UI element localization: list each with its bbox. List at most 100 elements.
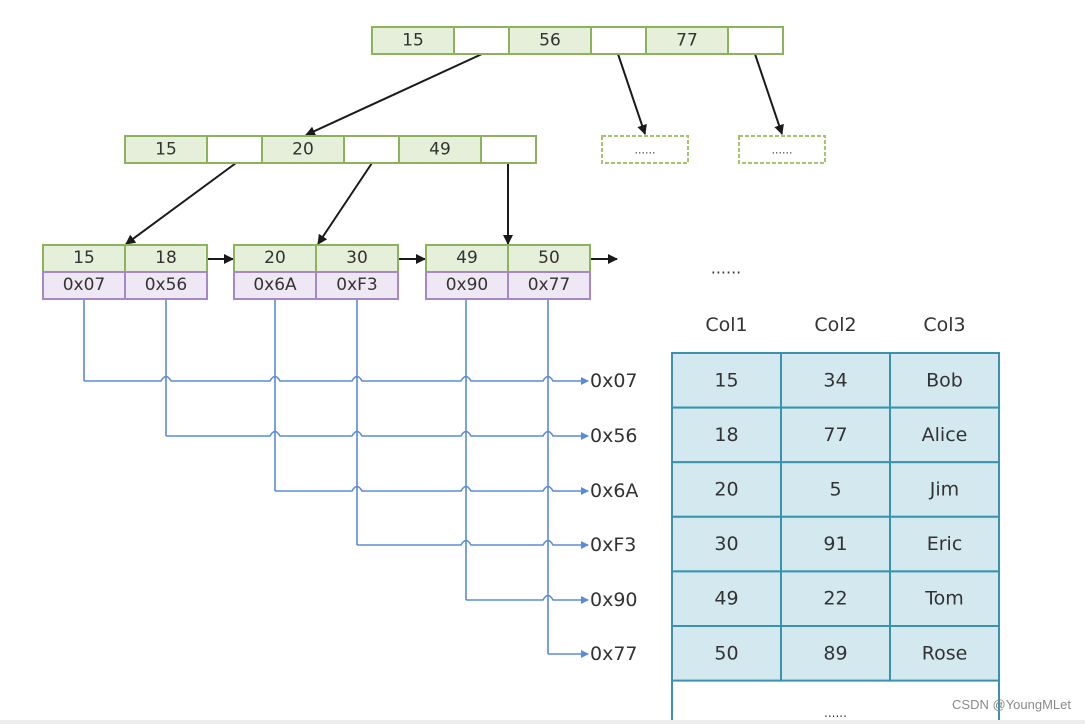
address-label: 0xF3 — [590, 534, 636, 556]
address-label: 0x07 — [590, 370, 638, 392]
placeholder-ellipsis: ...... — [635, 144, 656, 157]
table-cell — [671, 352, 782, 409]
table-cell-text: 22 — [823, 588, 847, 610]
link-horizontal — [275, 485, 589, 495]
leaf-addr-label: 0x90 — [446, 275, 489, 295]
leaf-addr-label: 0x6A — [253, 275, 297, 295]
address-label: 0x56 — [590, 425, 638, 447]
placeholder-node: ...... — [601, 135, 689, 164]
table-cell — [889, 406, 1000, 464]
leaf-node: 49 0x90 50 0x77 — [425, 244, 591, 300]
table-cell-text: 77 — [823, 424, 847, 446]
table-cell — [780, 352, 891, 409]
placeholder-ellipsis: ...... — [772, 144, 793, 157]
pointer-cell — [590, 26, 647, 55]
table-cell-text: 20 — [714, 479, 738, 501]
table-row: 18 77 Alice — [671, 406, 1000, 464]
table-cell-text: 15 — [714, 369, 738, 391]
table-cell-text: Alice — [922, 424, 968, 446]
placeholder-box — [738, 135, 826, 164]
table-cell-text: 5 — [829, 479, 841, 501]
table-row: 30 91 Eric — [671, 515, 1000, 573]
leaf-key-label: 15 — [73, 248, 95, 268]
key-label: 15 — [402, 31, 424, 51]
table-cell — [780, 406, 891, 464]
table-cell — [671, 461, 782, 518]
table-cell — [780, 570, 891, 628]
address-label: 0x6A — [590, 480, 638, 502]
table-row: 49 22 Tom — [671, 570, 1000, 628]
table-cell-text: Eric — [927, 533, 963, 555]
column-header: Col3 — [923, 314, 965, 336]
leaf-addr-label: 0x07 — [63, 275, 106, 295]
key-label: 56 — [539, 31, 561, 51]
arrow-internal-to-leaf-2 — [317, 162, 373, 245]
pointer-link: 0x07 — [83, 300, 638, 392]
pointer-link: 0x90 — [465, 300, 638, 611]
leaf-addr-cell — [124, 271, 208, 300]
link-horizontal — [466, 594, 589, 604]
arrow-root-to-placeholder-1 — [617, 53, 647, 135]
table-cell-text: 91 — [823, 533, 847, 555]
key-label: 15 — [155, 140, 177, 160]
arrow-internal-to-leaf-1 — [125, 162, 237, 245]
column-header: Col1 — [705, 314, 747, 336]
leaf-addr-cell — [507, 271, 591, 300]
bottom-bar — [0, 720, 1085, 724]
leaf-addr-cell — [315, 271, 399, 300]
leaf-addr-cell — [233, 271, 317, 300]
arrow-root-to-placeholder-2 — [754, 53, 784, 135]
column-header: Col2 — [814, 314, 856, 336]
table-cell-text: Jim — [929, 479, 959, 501]
table-cell-text: 34 — [823, 369, 847, 391]
leaf-addr-label: 0xF3 — [336, 275, 377, 295]
table-cell-text: Tom — [924, 588, 964, 610]
table-ellipsis: ...... — [824, 706, 847, 720]
leaf-key-label: 50 — [538, 248, 560, 268]
pointer-link: 0xF3 — [356, 300, 636, 556]
table-row: 20 5 Jim — [671, 461, 1000, 518]
pointer-link: 0x6A — [274, 300, 638, 502]
leaf-addr-cell — [425, 271, 509, 300]
leaf-addr-label: 0x77 — [528, 275, 571, 295]
internal-node: 15 20 49 — [124, 135, 537, 164]
leaf-key-label: 18 — [155, 248, 177, 268]
table-cell — [889, 570, 1000, 628]
placeholder-box — [601, 135, 689, 164]
placeholder-node: ...... — [738, 135, 826, 164]
key-label: 49 — [429, 140, 451, 160]
watermark: CSDN @YoungMLet — [952, 697, 1071, 712]
table-cell-text: Rose — [922, 642, 968, 664]
leaf-key-cell — [507, 244, 591, 273]
pointer-link: 0x77 — [547, 300, 638, 665]
table-cell-text: 89 — [823, 642, 847, 664]
leaf-addr-label: 0x56 — [145, 275, 188, 295]
address-label: 0x90 — [590, 589, 638, 611]
leaf-ellipsis: ...... — [711, 259, 742, 278]
table-cell-text: 30 — [714, 533, 738, 555]
leaf-key-label: 30 — [346, 248, 368, 268]
leaf-key-cell — [315, 244, 399, 273]
leaf-key-label: 49 — [456, 248, 478, 268]
pointer-cell — [343, 135, 400, 164]
table-cell-text: 18 — [714, 424, 738, 446]
leaf-node: 15 0x07 18 0x56 — [42, 244, 208, 300]
key-cell — [124, 135, 208, 164]
table-cell — [889, 352, 1000, 409]
pointer-link: 0x56 — [165, 300, 638, 447]
table-cell-text: 49 — [714, 588, 738, 610]
tree-arrows — [125, 53, 784, 264]
table-cell — [780, 625, 891, 682]
key-label: 20 — [292, 140, 314, 160]
leaf-key-cell — [233, 244, 317, 273]
key-cell — [371, 26, 455, 55]
pointer-cell — [453, 26, 510, 55]
